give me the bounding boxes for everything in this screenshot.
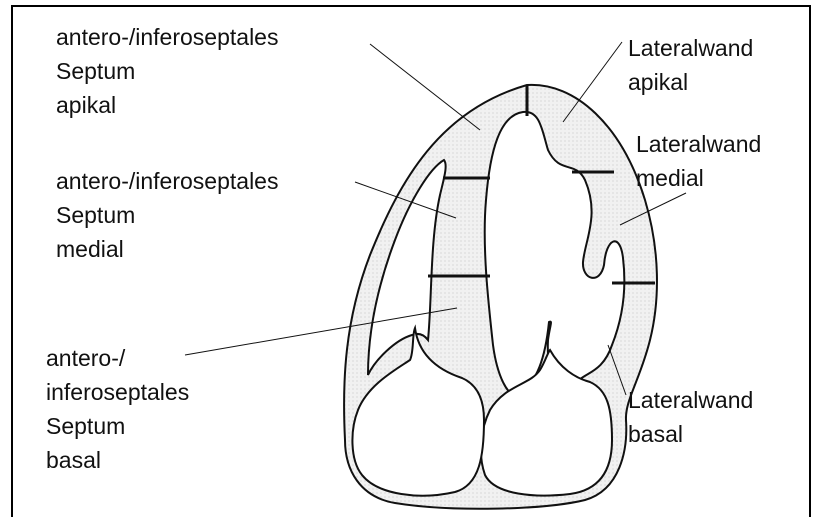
label-lateral-basal: Lateralwand basal — [628, 383, 753, 451]
leader-septum-apical — [370, 44, 480, 130]
label-septum-basal: antero-/ inferoseptales Septum basal — [46, 341, 189, 477]
label-septum-medial: antero-/inferoseptales Septum medial — [56, 164, 278, 266]
label-lateral-apical: Lateralwand apikal — [628, 31, 753, 99]
label-lateral-medial: Lateralwand medial — [636, 127, 761, 195]
label-septum-apical: antero-/inferoseptales Septum apikal — [56, 20, 278, 122]
